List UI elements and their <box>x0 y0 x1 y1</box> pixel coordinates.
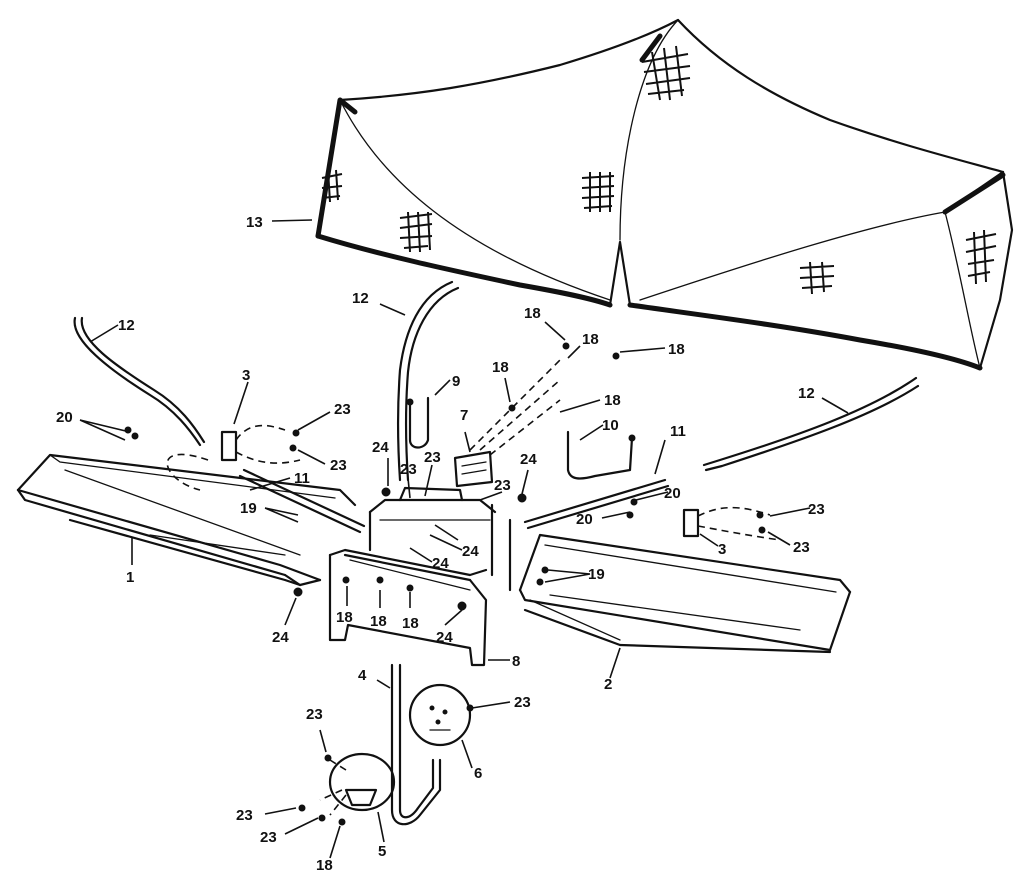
callout-23: 23 <box>514 694 531 711</box>
callout-24: 24 <box>520 451 537 468</box>
callout-18: 18 <box>604 392 621 409</box>
callout-2: 2 <box>604 676 612 693</box>
callout-24: 24 <box>462 543 479 560</box>
callout-24: 24 <box>272 629 289 646</box>
callout-24: 24 <box>436 629 453 646</box>
callout-11: 11 <box>294 470 310 487</box>
callout-18: 18 <box>402 615 419 632</box>
callout-labels: 13 12 12 12 3 3 23 23 23 23 23 23 23 23 … <box>56 214 825 874</box>
callout-18: 18 <box>370 613 387 630</box>
callout-1: 1 <box>126 569 134 586</box>
callout-10: 10 <box>602 417 619 434</box>
callout-18: 18 <box>492 359 509 376</box>
callout-13: 13 <box>246 214 263 231</box>
callout-23: 23 <box>808 501 825 518</box>
callout-23: 23 <box>236 807 253 824</box>
callout-12: 12 <box>118 317 135 334</box>
callout-24: 24 <box>372 439 389 456</box>
callout-18: 18 <box>668 341 685 358</box>
callout-20: 20 <box>576 511 593 528</box>
frame-part-8 <box>328 486 512 667</box>
callout-leaders <box>79 219 849 859</box>
callout-12: 12 <box>352 290 369 307</box>
callout-6: 6 <box>474 765 482 782</box>
callout-7: 7 <box>460 407 468 424</box>
disc-part-6 <box>408 683 472 747</box>
callout-4: 4 <box>358 667 367 684</box>
trough-part-1 <box>16 453 357 587</box>
callout-18: 18 <box>316 857 333 874</box>
callout-9: 9 <box>452 373 460 390</box>
callout-24: 24 <box>432 555 449 572</box>
callout-11: 11 <box>670 423 686 440</box>
cover-part-13 <box>315 18 1014 371</box>
callout-8: 8 <box>512 653 520 670</box>
callout-19: 19 <box>240 500 257 517</box>
trough-part-2 <box>518 533 852 654</box>
callout-3: 3 <box>242 367 250 384</box>
callout-19: 19 <box>588 566 605 583</box>
hook-part-10 <box>566 430 636 480</box>
clip-part-3 <box>166 424 781 541</box>
callout-23: 23 <box>306 706 323 723</box>
callout-18: 18 <box>524 305 541 322</box>
callout-20: 20 <box>56 409 73 426</box>
callout-18: 18 <box>582 331 599 348</box>
callout-23: 23 <box>793 539 810 556</box>
callout-12: 12 <box>798 385 815 402</box>
callout-23: 23 <box>330 457 347 474</box>
callout-23: 23 <box>260 829 277 846</box>
callout-20: 20 <box>664 485 681 502</box>
callout-18: 18 <box>336 609 353 626</box>
disc-part-5 <box>319 752 396 816</box>
rod-part-4 <box>390 663 442 826</box>
callout-23: 23 <box>400 461 417 478</box>
hook-part-9 <box>406 396 430 449</box>
callout-3: 3 <box>718 541 726 558</box>
pole-part-12 <box>73 280 920 482</box>
bracket-part-7 <box>453 359 561 488</box>
callout-23: 23 <box>334 401 351 418</box>
callout-23: 23 <box>494 477 511 494</box>
callout-23: 23 <box>424 449 441 466</box>
rod-part-11 <box>238 468 670 534</box>
callout-5: 5 <box>378 843 386 860</box>
